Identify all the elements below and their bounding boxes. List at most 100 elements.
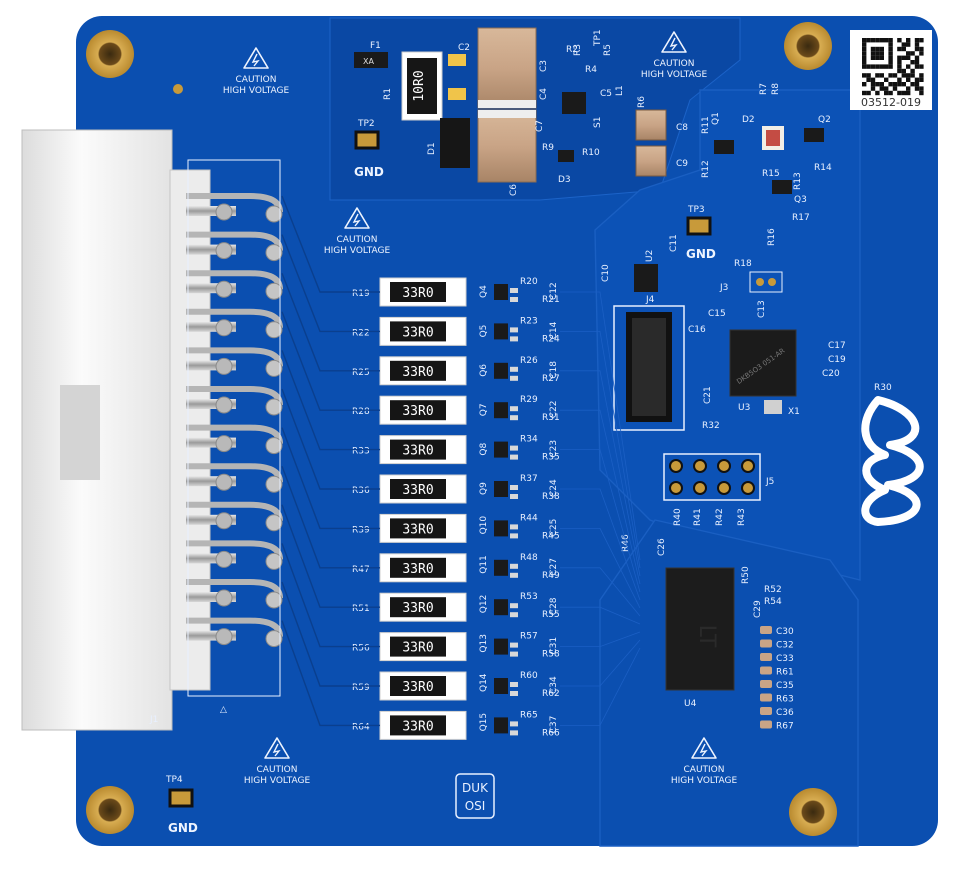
label-u4: U4 (684, 699, 697, 709)
afe-ic-u4 (665, 567, 735, 691)
transistor-q2 (804, 128, 824, 142)
cap-ref: C23 (549, 440, 559, 458)
r1-value: 10R0 (412, 70, 427, 101)
caution-line2: HIGH VOLTAGE (671, 776, 738, 786)
gate-resistor-ref: R37 (520, 474, 538, 484)
resistor-ref: R47 (352, 565, 370, 575)
mosfet-ref: Q13 (479, 634, 489, 653)
mosfet (494, 599, 508, 616)
label-r50: R50 (741, 566, 751, 584)
power-resistor (390, 400, 446, 421)
hv-warning-icon (264, 737, 290, 759)
regulator-u2 (634, 264, 658, 292)
label-f1: F1 (370, 41, 381, 51)
cap-ref: C24 (549, 479, 559, 497)
pull-resistor-ref: R55 (542, 610, 560, 620)
mosfet (494, 559, 508, 576)
caution-line2: HIGH VOLTAGE (324, 246, 391, 256)
hv-warning-icon (661, 31, 687, 53)
label-q1: Q1 (711, 112, 721, 125)
afe-ic-logo: LT (694, 625, 719, 648)
label-r14: R14 (814, 163, 832, 173)
label-c16: C16 (688, 325, 706, 335)
label-s1: S1 (593, 117, 603, 128)
power-resistor (390, 439, 446, 460)
header-pin (717, 481, 731, 495)
cap-ref: C31 (549, 637, 559, 655)
qr-label-text: 03512-019 (861, 96, 921, 109)
gate-resistor-ref: R48 (520, 553, 538, 563)
gate-resistor-ref: R23 (520, 316, 538, 326)
resistor-ref: R25 (352, 368, 370, 378)
pull-resistor-ref: R35 (542, 453, 560, 463)
gate-resistor-ref: R60 (520, 671, 538, 681)
resistor-value: 33R0 (402, 404, 433, 419)
mosfet (494, 284, 508, 300)
mosfet (494, 520, 508, 537)
testpoint-tp2 (354, 130, 380, 150)
label-tp1: TP1 (593, 29, 603, 47)
crystal-x1 (764, 400, 782, 414)
afe-passive-ref: R63 (776, 695, 794, 705)
hv-warning-icon (243, 47, 269, 69)
power-resistor (390, 282, 446, 302)
resistor-ref: R28 (352, 407, 370, 417)
label-r13: R13 (793, 172, 803, 190)
pull-resistor-ref: R31 (542, 413, 560, 423)
mosfet (494, 323, 508, 340)
mosfet-ref: Q5 (479, 325, 489, 338)
gate-resistor-ref: R65 (520, 710, 538, 720)
mosfet-ref: Q15 (479, 713, 489, 732)
resistor-value: 33R0 (402, 562, 433, 577)
power-resistor (390, 597, 446, 618)
power-resistor (390, 321, 446, 342)
caution-line1: CAUTION (257, 765, 298, 775)
label-c20: C20 (822, 369, 840, 379)
cap-ref: C12 (549, 282, 559, 300)
caution-line2: HIGH VOLTAGE (641, 70, 708, 80)
mosfet-ref: Q4 (479, 285, 489, 298)
label-c26: C26 (657, 538, 667, 556)
resistor-value: 33R0 (402, 286, 433, 301)
afe-passive-ref: R61 (776, 668, 794, 678)
label-r40: R40 (673, 508, 683, 526)
caution-line1: CAUTION (684, 765, 725, 775)
afe-passive-ref: C30 (776, 627, 794, 637)
mosfet-ref: Q9 (479, 482, 489, 495)
via-gold-small (173, 84, 183, 94)
caution-line2: HIGH VOLTAGE (244, 776, 311, 786)
label-j4: J4 (645, 295, 655, 305)
connector-j1: J1 △ (21, 129, 283, 731)
label-r3: R3 (573, 44, 583, 56)
label-r17: R17 (792, 213, 810, 223)
label-tp2: TP2 (357, 119, 375, 129)
connector-ref: J1 (149, 715, 158, 725)
label-gnd-tp4: GND (168, 821, 198, 835)
label-gnd-tp2: GND (354, 165, 384, 179)
label-r12: R12 (701, 160, 711, 178)
resistor-value: 33R0 (402, 365, 433, 380)
resistor-value: 33R0 (402, 719, 433, 734)
mosfet (494, 638, 508, 655)
header-j5 (663, 453, 761, 501)
power-resistor (390, 636, 446, 657)
label-u3: U3 (738, 403, 750, 413)
transistor-q1 (714, 140, 734, 154)
label-c21: C21 (703, 386, 713, 404)
label-c15: C15 (708, 309, 726, 319)
label-tp4: TP4 (165, 775, 183, 785)
testpoint-tp4 (168, 788, 194, 808)
resistor-value: 33R0 (402, 325, 433, 340)
transistor-q3 (772, 180, 792, 194)
hv-warning-icon (691, 737, 717, 759)
label-r5: R5 (603, 44, 613, 56)
resistor-ref: R51 (352, 604, 370, 614)
mosfet (494, 678, 508, 694)
cap-ref: C22 (549, 400, 559, 418)
afe-passive-ref: C36 (776, 708, 794, 718)
gate-resistor-ref: R44 (520, 513, 538, 523)
